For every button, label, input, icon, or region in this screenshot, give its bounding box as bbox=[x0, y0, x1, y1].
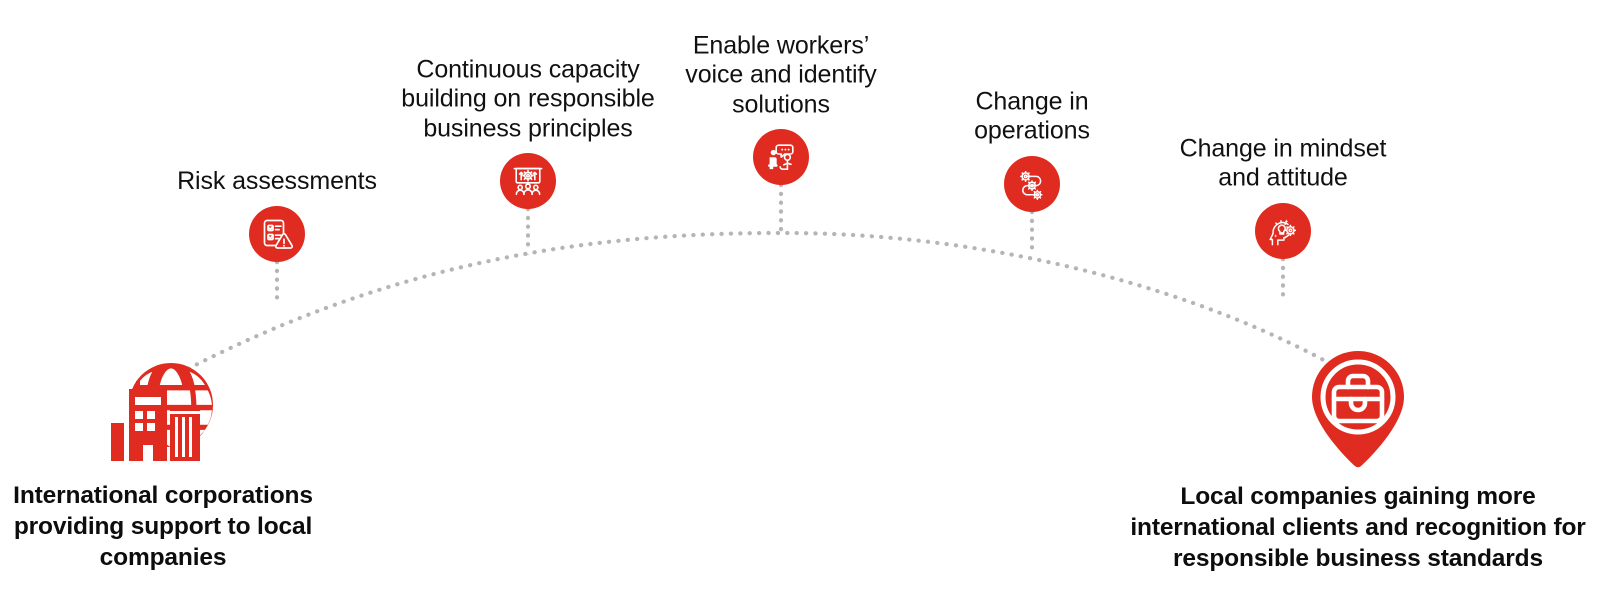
start-endpoint-label: International corporations providing sup… bbox=[13, 482, 313, 571]
head-lightbulb-gear-icon bbox=[1269, 219, 1297, 246]
globe-buildings-icon bbox=[107, 359, 219, 467]
connected-gears-icon bbox=[1020, 170, 1043, 200]
milestone-circle[interactable] bbox=[500, 153, 556, 209]
milestone-label: Enable workers’ voice and identify solut… bbox=[685, 31, 877, 118]
milestone-label: Risk assessments bbox=[177, 166, 377, 195]
clipboard-warning-icon bbox=[263, 219, 294, 249]
presentation-gear-audience-icon bbox=[513, 167, 543, 195]
milestone-circle[interactable] bbox=[1004, 156, 1060, 212]
milestone-label: Continuous capacity building on responsi… bbox=[401, 55, 655, 142]
milestone-label: Change in mindset and attitude bbox=[1179, 134, 1387, 192]
map-pin-briefcase-icon bbox=[1306, 349, 1410, 471]
milestone-circle[interactable] bbox=[1255, 203, 1311, 259]
milestone-circle[interactable] bbox=[249, 206, 305, 262]
milestone-label: Change in operations bbox=[974, 87, 1090, 145]
journey-arc-path bbox=[177, 230, 1348, 376]
end-endpoint-label: Local companies gaining more internation… bbox=[1130, 483, 1586, 572]
dialogue-speech-bubble-icon bbox=[768, 144, 794, 170]
milestone-circle[interactable] bbox=[753, 129, 809, 185]
